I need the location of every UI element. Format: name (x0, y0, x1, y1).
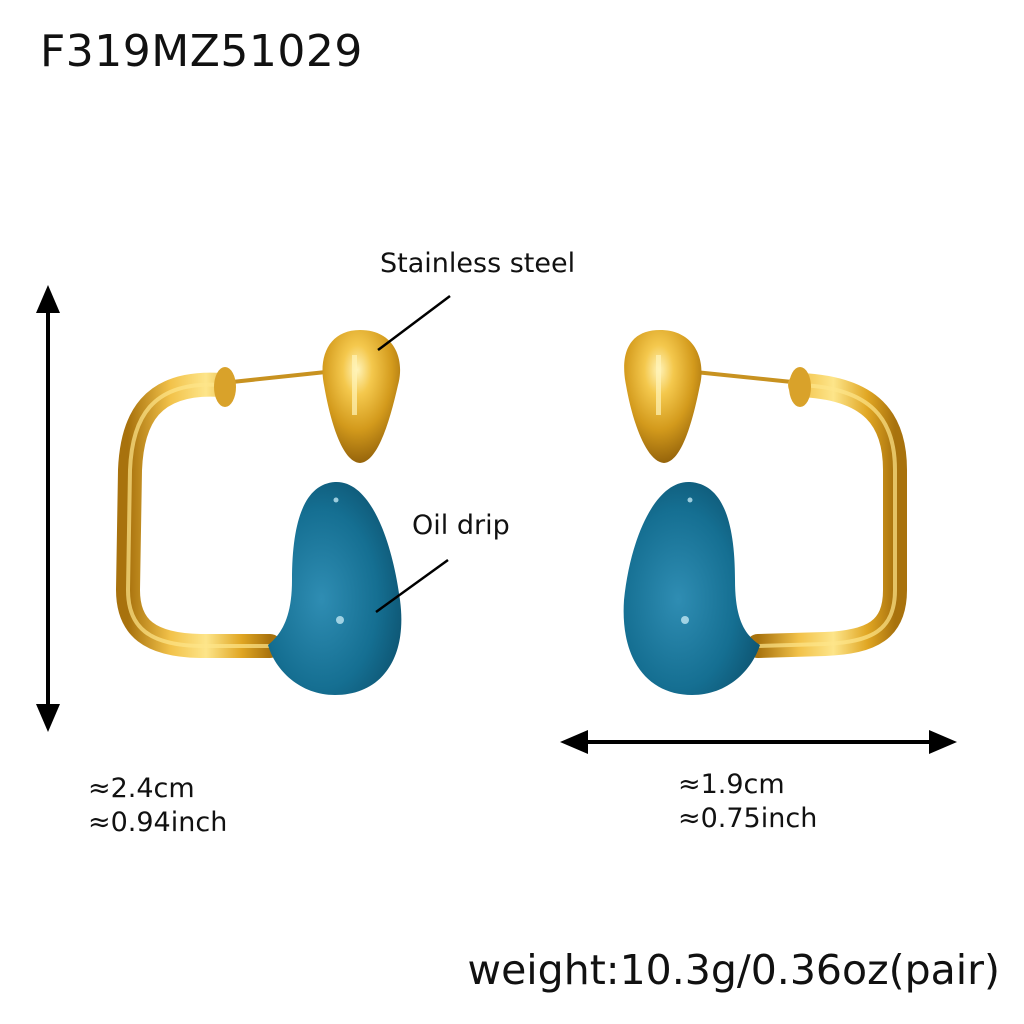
oil-drip-leader-line (375, 558, 449, 614)
height-inch: ≈0.94inch (88, 807, 228, 838)
left-earring (115, 330, 402, 695)
width-arrow (560, 730, 957, 754)
stainless-steel-leader-line (377, 295, 451, 351)
callout-stainless-steel: Stainless steel (380, 248, 576, 279)
right-earring (623, 330, 907, 695)
left-enamel-drop (268, 481, 402, 695)
width-inch: ≈0.75inch (678, 803, 818, 834)
height-arrow (36, 285, 60, 732)
product-sku: F319MZ51029 (40, 26, 363, 77)
height-dimension: ≈2.4cm ≈0.94inch (88, 772, 227, 840)
left-stud (322, 330, 401, 463)
right-enamel-drop (623, 481, 760, 695)
right-stud (624, 330, 702, 463)
height-cm: ≈2.4cm (88, 773, 195, 804)
callout-oil-drip: Oil drip (412, 510, 510, 541)
product-weight: weight:10.3g/0.36oz(pair) (467, 946, 1000, 994)
width-dimension: ≈1.9cm ≈0.75inch (678, 768, 817, 836)
width-cm: ≈1.9cm (678, 769, 785, 800)
